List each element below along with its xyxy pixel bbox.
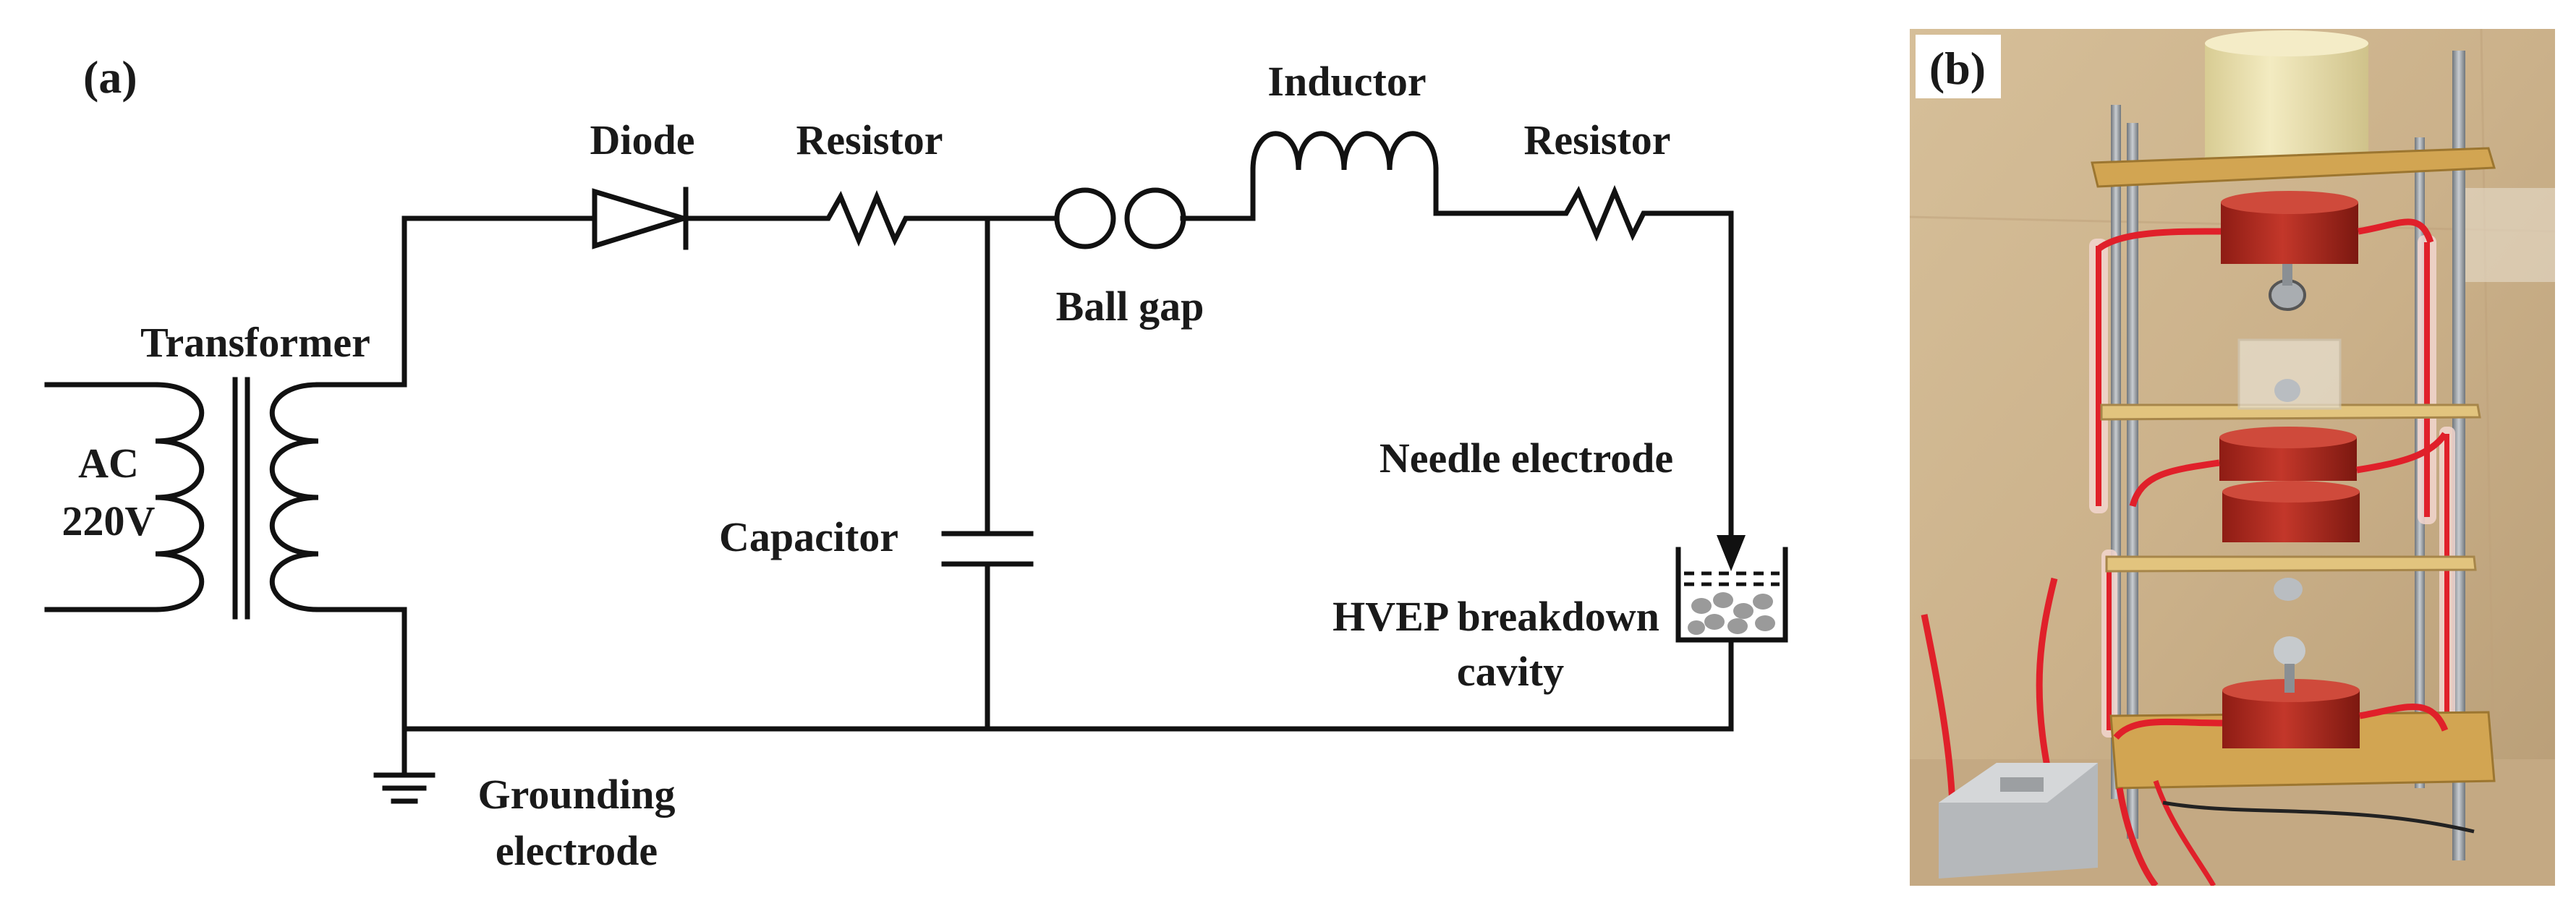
capacitor-disc-mid-2 (2222, 481, 2360, 542)
board-mid-2 (2105, 555, 2477, 573)
needle-arrow-icon (1717, 535, 1746, 571)
secondary-lead-bottom (315, 607, 407, 732)
inductor-icon (1250, 131, 1439, 173)
transformer-label: Transformer (140, 319, 370, 366)
board-top (2091, 147, 2496, 188)
hvep-cavity-icon (1675, 547, 1788, 643)
wire-resistor-needle (1650, 210, 1734, 538)
circuit-diagram: (a) Diode Resistor Inductor Resistor Bal… (44, 51, 1788, 874)
ac-label: AC (78, 440, 139, 487)
board-mid-1 (2100, 403, 2481, 421)
grounding-label: Grounding (478, 771, 676, 818)
rod-right-front (2452, 51, 2465, 860)
wire-inductor-resistor (1433, 167, 1547, 216)
needle-electrode-label: Needle electrode (1380, 435, 1673, 482)
primary-coil-icon (153, 382, 205, 612)
resistor-2-icon (1542, 184, 1656, 242)
apparatus-photo: (b) (1910, 29, 2555, 886)
inductor-label: Inductor (1267, 58, 1426, 105)
top-cylinder (2205, 43, 2368, 168)
power-box (1939, 763, 2098, 879)
panel-b-tag-box (1916, 35, 2001, 98)
panel-a-tag: (a) (83, 51, 137, 103)
diode-label: Diode (590, 116, 695, 163)
secondary-coil-icon (269, 382, 321, 612)
resistor-1-icon (802, 189, 916, 247)
cavity-label: cavity (1457, 648, 1564, 695)
panel-b-tag: (b) (1929, 43, 1986, 94)
resistor-1-label: Resistor (796, 116, 943, 163)
secondary-lead-top (315, 215, 598, 388)
ball-gap-label: Ball gap (1056, 283, 1204, 330)
capacitor-disc-mid-1 (2219, 427, 2357, 481)
electrode-label: electrode (496, 827, 658, 874)
resistor-2-label: Resistor (1524, 116, 1671, 163)
ball-gap-icon (985, 187, 1186, 249)
ground-icon (373, 772, 435, 804)
hvep-label: HVEP breakdown (1332, 593, 1659, 640)
capacitor-label: Capacitor (719, 513, 898, 560)
wire-ballgap-inductor (1180, 167, 1256, 221)
capacitor-icon (941, 531, 1034, 567)
ac-voltage-label: 220V (62, 497, 156, 544)
capacitor-disc-top (2221, 191, 2358, 264)
rod-left-front (2127, 123, 2138, 839)
diode-icon (592, 187, 693, 250)
